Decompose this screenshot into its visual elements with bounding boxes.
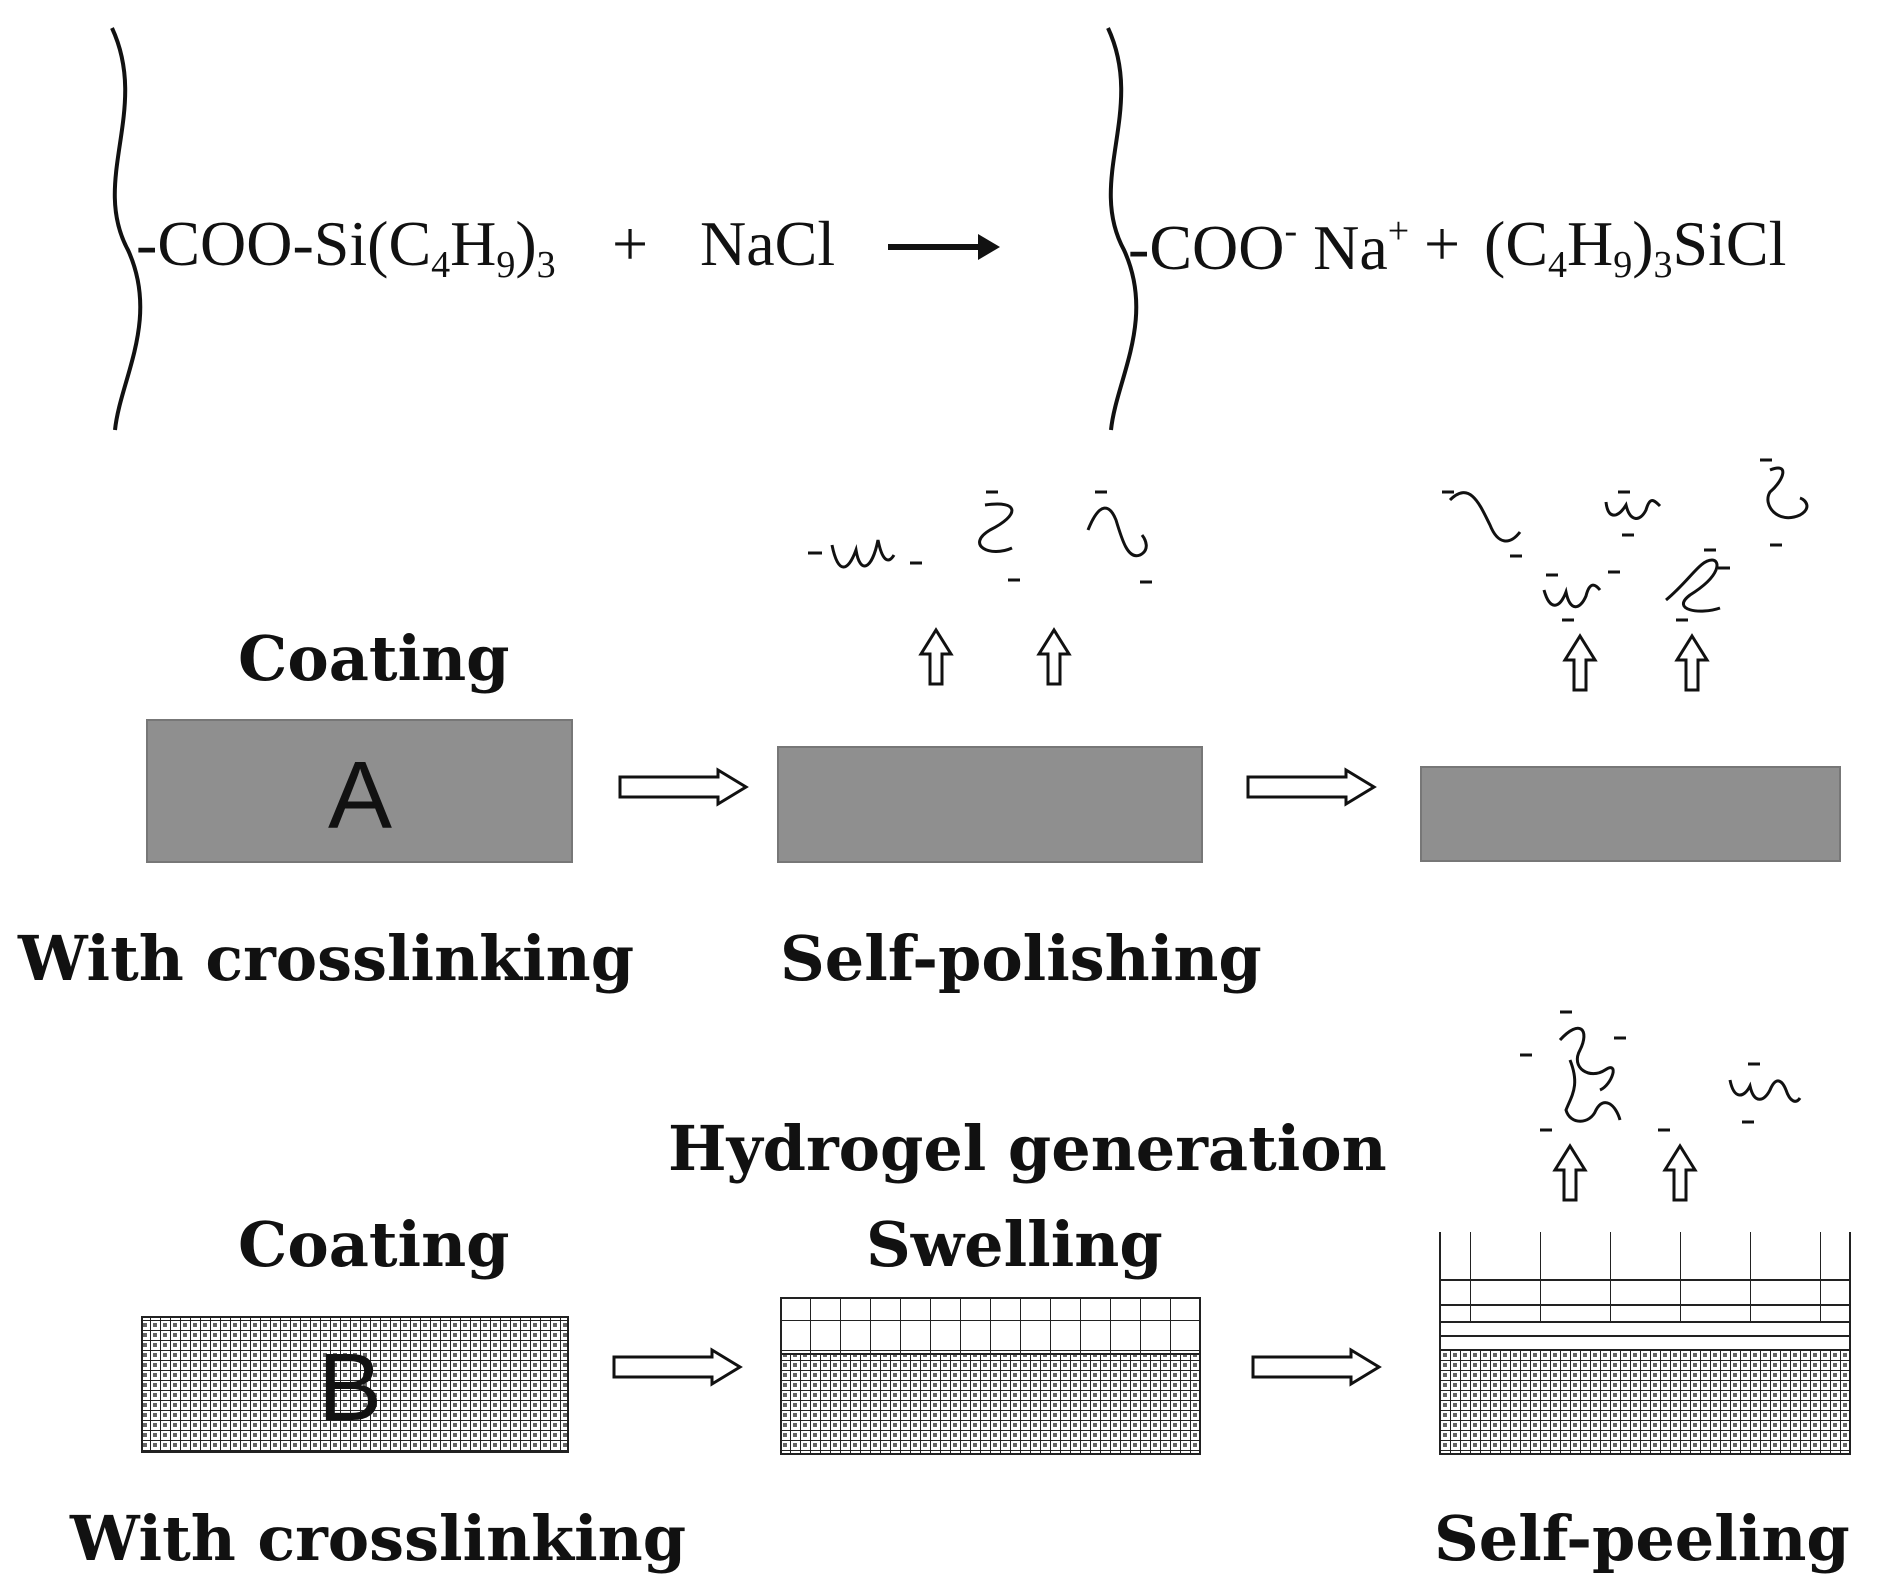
caption-self-peeling: Self-peeling	[1434, 1502, 1850, 1575]
caption-self-polishing: Self-polishing	[780, 922, 1262, 995]
reactant-atom: H	[450, 208, 497, 279]
reagent: NaCl	[700, 208, 836, 279]
subscript: 3	[1653, 244, 1673, 286]
release-arrow-up	[1674, 633, 1710, 692]
product-formula-1: -COO- Na+	[1128, 212, 1409, 280]
caption-with-crosslinking-b: With crosslinking	[70, 1502, 687, 1575]
polymer-chain-left	[110, 27, 143, 431]
polishing-block-a-stage3	[1420, 766, 1841, 862]
process-arrow-b1	[612, 1347, 743, 1387]
paren: )	[1632, 208, 1654, 279]
product-atom: H	[1567, 208, 1614, 279]
polymer-chain-right	[1106, 27, 1139, 431]
superscript: -	[1284, 210, 1298, 252]
block-letter-b: B	[318, 1334, 383, 1441]
title-hydrogel-generation: Hydrogel generation	[668, 1112, 1387, 1185]
release-arrow-up	[1662, 1143, 1698, 1202]
reaction-arrow	[888, 234, 1000, 260]
plus: +	[1424, 208, 1461, 279]
subscript: 3	[536, 244, 556, 286]
caption-with-crosslinking-a: With crosslinking	[18, 922, 635, 995]
crosslinked-block-b	[141, 1316, 569, 1453]
coating-label-b: Coating	[238, 1208, 510, 1281]
product-tail: SiCl	[1672, 208, 1787, 279]
block-letter-a: A	[328, 742, 393, 849]
polishing-block-a-stage2	[777, 746, 1203, 863]
release-arrow-up	[1552, 1143, 1588, 1202]
coating-block-a	[146, 719, 573, 863]
sodium-ion: Na	[1313, 212, 1388, 283]
swelling-block-b	[780, 1297, 1201, 1455]
process-arrow-a2	[1246, 767, 1377, 807]
plus-sign-2: +	[1424, 212, 1460, 276]
release-arrow-up	[1562, 633, 1598, 692]
plus: +	[612, 208, 649, 279]
subscript: 9	[496, 244, 516, 286]
reactant-group: -COO-Si(C	[136, 208, 432, 279]
subscript: 4	[431, 244, 451, 286]
coating-label-a: Coating	[238, 622, 510, 695]
subscript: 9	[1613, 244, 1633, 286]
release-arrow-up	[918, 627, 954, 686]
carboxylate: -COO	[1128, 212, 1285, 283]
reagent-formula: NaCl	[700, 212, 835, 276]
release-arrow-up	[1036, 627, 1072, 686]
process-arrow-a1	[618, 767, 749, 807]
peeling-block-b	[1439, 1232, 1851, 1455]
subscript: 4	[1548, 244, 1567, 286]
released-chains-stage3	[1442, 458, 1809, 622]
product-formula-2: (C4H9)3SiCl	[1484, 212, 1786, 286]
reactant-formula: -COO-Si(C4H9)3	[136, 212, 556, 286]
paren: )	[515, 208, 537, 279]
superscript: +	[1387, 210, 1410, 252]
process-arrow-b2	[1251, 1347, 1382, 1387]
released-chains-stage2	[808, 490, 1152, 584]
plus-sign-1: +	[612, 212, 648, 276]
released-chains-stage3-b	[1520, 1010, 1802, 1132]
title-swelling: Swelling	[866, 1208, 1163, 1281]
product-paren: (C	[1484, 208, 1548, 279]
